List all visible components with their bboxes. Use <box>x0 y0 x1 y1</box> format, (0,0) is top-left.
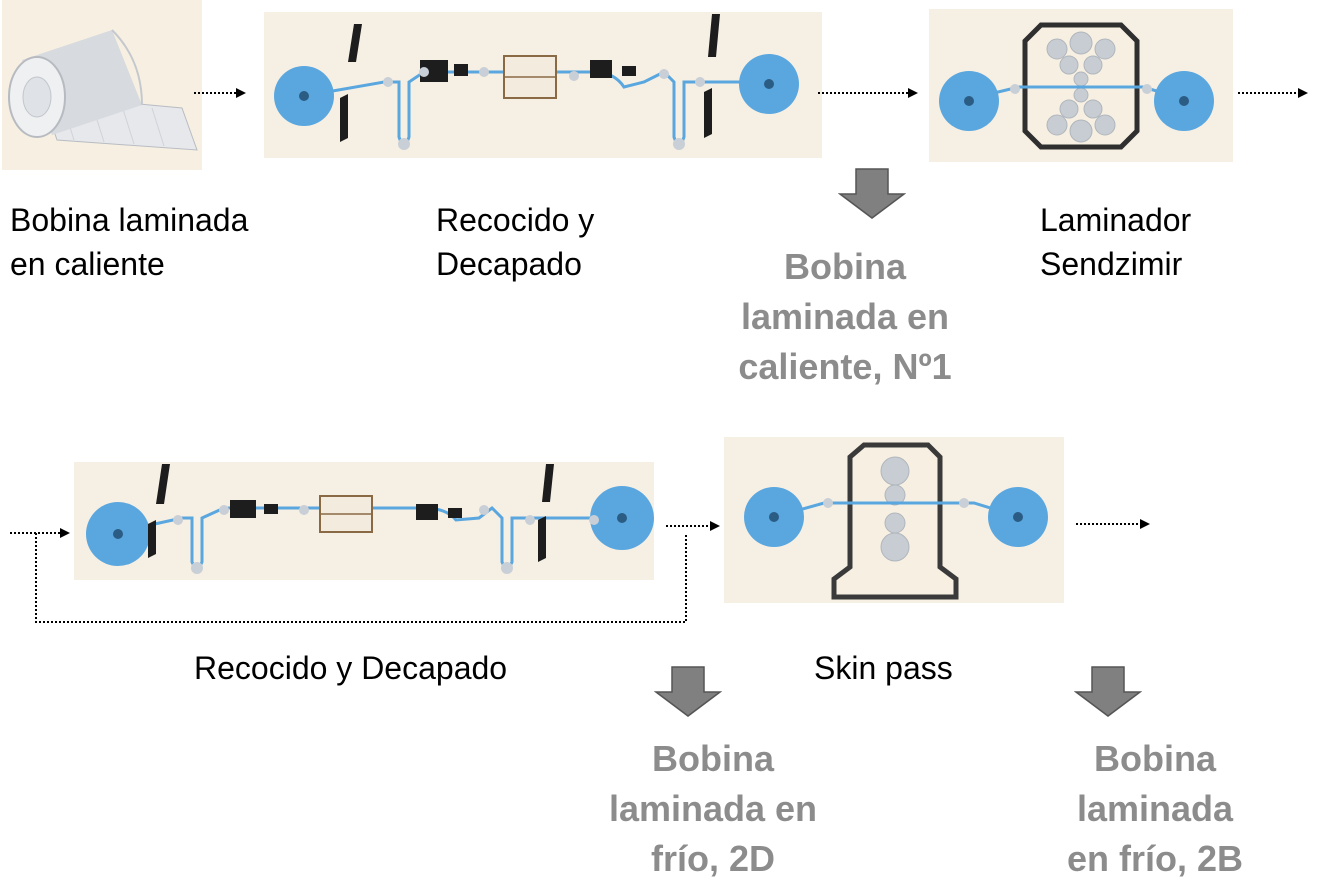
down-arrow <box>838 168 906 220</box>
product-2d: Bobina laminada en frío, 2D <box>608 738 818 879</box>
flow-loop-connector <box>8 520 708 630</box>
flow-arrow <box>816 86 920 100</box>
down-arrow <box>654 666 722 718</box>
sendzimir-mill-image <box>929 9 1233 162</box>
hot-coil-image <box>2 0 202 170</box>
label-anneal-pickle-1: Recocido y Decapado <box>436 202 595 282</box>
label-anneal-pickle-2: Recocido y Decapado <box>194 650 508 686</box>
product-2b: Bobina laminada en frío, 2B <box>1066 738 1244 879</box>
skin-pass-mill-image <box>724 437 1064 603</box>
product-no1: Bobina laminada en caliente, Nº1 <box>738 246 952 387</box>
flow-arrow <box>192 86 248 100</box>
flow-arrow <box>1236 86 1312 100</box>
anneal-pickle-line-2-image <box>74 462 654 580</box>
flow-arrow <box>664 519 724 533</box>
flow-arrow <box>1074 517 1154 531</box>
label-sendzimir: Laminador Sendzimir <box>1040 202 1192 282</box>
anneal-pickle-line-1-image <box>264 12 822 158</box>
label-skin-pass: Skin pass <box>814 650 953 686</box>
label-hot-coil: Bobina laminada en caliente <box>10 202 249 282</box>
down-arrow <box>1074 666 1142 718</box>
